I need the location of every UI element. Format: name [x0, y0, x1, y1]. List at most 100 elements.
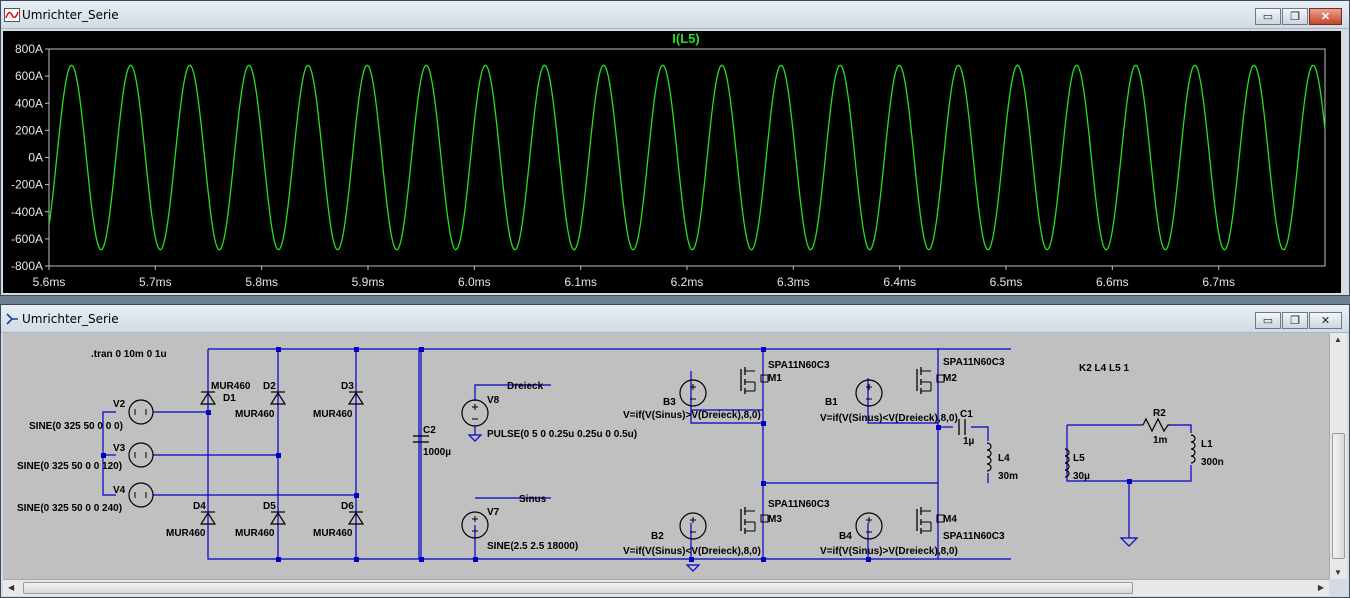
- vertical-scrollbar[interactable]: ▲ ▼: [1329, 333, 1347, 579]
- y-tick-label: 600A: [15, 69, 43, 83]
- y-tick-label: 200A: [15, 123, 43, 137]
- x-tick-label: 5.9ms: [352, 275, 385, 289]
- maximize-button[interactable]: ❐: [1282, 8, 1308, 25]
- waveform-titlebar[interactable]: Umrichter_Serie ▭ ❐ ✕: [1, 1, 1349, 29]
- x-tick-label: 6.0ms: [458, 275, 491, 289]
- model-M1: SPA11N60C3: [768, 360, 830, 371]
- label-C1: C1: [960, 409, 973, 420]
- horizontal-scroll-thumb[interactable]: [23, 582, 1133, 594]
- minimize-button[interactable]: ▭: [1255, 312, 1281, 329]
- net-sinus: Sinus: [519, 494, 547, 505]
- close-button[interactable]: ✕: [1309, 312, 1342, 329]
- minimize-icon: ▭: [1262, 11, 1274, 23]
- value-L1: 300n: [1201, 457, 1224, 468]
- trace-label[interactable]: I(L5): [672, 31, 699, 46]
- model-D5: MUR460: [235, 528, 275, 539]
- label-M4: M4: [943, 514, 957, 525]
- x-tick-label: 5.8ms: [245, 275, 278, 289]
- label-B2: B2: [651, 531, 664, 542]
- horizontal-scrollbar[interactable]: ◀ ▶: [3, 579, 1329, 596]
- value-V4: SINE(0 325 50 0 0 240): [17, 503, 122, 514]
- label-M2: M2: [943, 373, 957, 384]
- tran-directive[interactable]: .tran 0 10m 0 1u: [91, 349, 167, 360]
- y-tick-label: -800A: [11, 259, 43, 273]
- value-V3: SINE(0 325 50 0 0 120): [17, 461, 122, 472]
- label-B3: B3: [663, 397, 676, 408]
- y-tick-label: 0A: [28, 151, 43, 165]
- value-V8: PULSE(0 5 0 0.25u 0.25u 0 0.5u): [487, 429, 637, 440]
- value-V2: SINE(0 325 50 0 0 0): [29, 421, 123, 432]
- label-L1: L1: [1201, 439, 1213, 450]
- expr-B3: V=if(V(Sinus)>V(Dreieck),8,0): [623, 410, 761, 421]
- x-tick-label: 6.5ms: [990, 275, 1023, 289]
- value-L4: 30m: [998, 471, 1018, 482]
- value-L5: 30µ: [1073, 471, 1090, 482]
- schematic-titlebar[interactable]: Umrichter_Serie ▭ ❐ ✕: [1, 305, 1349, 333]
- minimize-icon: ▭: [1262, 315, 1274, 327]
- model-M2: SPA11N60C3: [943, 357, 1005, 368]
- label-D5: D5: [263, 501, 276, 512]
- label-B4: B4: [839, 531, 852, 542]
- model-D3: MUR460: [313, 409, 353, 420]
- label-R2: R2: [1153, 408, 1166, 419]
- maximize-icon: ❐: [1290, 11, 1300, 23]
- value-R2: 1m: [1153, 435, 1168, 446]
- x-tick-label: 5.7ms: [139, 275, 172, 289]
- y-tick-label: 400A: [15, 96, 43, 110]
- waveform-window: Umrichter_Serie ▭ ❐ ✕ 800A 600A 400A 200A 0A…: [0, 0, 1350, 296]
- net-dreieck: Dreieck: [507, 381, 544, 392]
- y-tick-label: -200A: [11, 178, 43, 192]
- label-D4: D4: [193, 501, 206, 512]
- scroll-left-arrow-icon[interactable]: ◀: [8, 583, 15, 592]
- label-D3: D3: [341, 381, 354, 392]
- scroll-up-arrow-icon[interactable]: ▲: [1334, 335, 1342, 344]
- coupling-directive[interactable]: K2 L4 L5 1: [1079, 363, 1129, 374]
- label-M3: M3: [768, 514, 782, 525]
- waveform-window-title: Umrichter_Serie: [22, 8, 119, 22]
- waveform-app-icon: [4, 8, 20, 22]
- expr-B4: V=if(V(Sinus)>V(Dreieck),8,0): [820, 546, 958, 557]
- value-V7: SINE(2.5 2.5 18000): [487, 541, 578, 552]
- label-V7: V7: [487, 507, 500, 518]
- expr-B1: V=if(V(Sinus)<V(Dreieck),8,0): [820, 413, 958, 424]
- label-D1: D1: [223, 393, 236, 404]
- close-button[interactable]: ✕: [1309, 8, 1342, 25]
- x-tick-label: 6.3ms: [777, 275, 810, 289]
- model-M4: SPA11N60C3: [943, 531, 1005, 542]
- x-tick-label: 5.6ms: [33, 275, 66, 289]
- label-V8: V8: [487, 395, 500, 406]
- schematic-canvas[interactable]: .tran 0 10m 0 1u K2 L4 L5 1 V2 SINE(0 32…: [3, 333, 1329, 579]
- model-D6: MUR460: [313, 528, 353, 539]
- model-D4: MUR460: [166, 528, 206, 539]
- x-tick-label: 6.6ms: [1096, 275, 1129, 289]
- label-M1: M1: [768, 373, 782, 384]
- scroll-down-arrow-icon[interactable]: ▼: [1334, 568, 1342, 577]
- schematic-window: Umrichter_Serie ▭ ❐ ✕: [0, 304, 1350, 598]
- label-B1: B1: [825, 397, 838, 408]
- x-tick-label: 6.4ms: [883, 275, 916, 289]
- schematic-window-title: Umrichter_Serie: [22, 312, 119, 326]
- y-tick-label: 800A: [15, 42, 43, 56]
- x-tick-label: 6.7ms: [1202, 275, 1235, 289]
- close-icon: ✕: [1320, 315, 1331, 327]
- x-tick-label: 6.2ms: [671, 275, 704, 289]
- series-line-I(L5): [48, 64, 1326, 251]
- wires: [102, 348, 1192, 560]
- label-D6: D6: [341, 501, 354, 512]
- minimize-button[interactable]: ▭: [1255, 8, 1281, 25]
- value-C2: 1000µ: [423, 447, 451, 458]
- maximize-button[interactable]: ❐: [1282, 312, 1308, 329]
- vertical-scroll-thumb[interactable]: [1332, 433, 1345, 559]
- y-tick-label: -600A: [11, 232, 43, 246]
- model-D1: MUR460: [211, 381, 251, 392]
- value-C1: 1µ: [963, 436, 975, 447]
- scroll-right-arrow-icon[interactable]: ▶: [1317, 583, 1324, 592]
- label-V3: V3: [113, 443, 126, 454]
- schematic-drawing[interactable]: .tran 0 10m 0 1u K2 L4 L5 1 V2 SINE(0 32…: [3, 333, 1329, 579]
- label-V2: V2: [113, 399, 126, 410]
- label-D2: D2: [263, 381, 276, 392]
- model-D2: MUR460: [235, 409, 275, 420]
- schematic-app-icon: [6, 313, 18, 325]
